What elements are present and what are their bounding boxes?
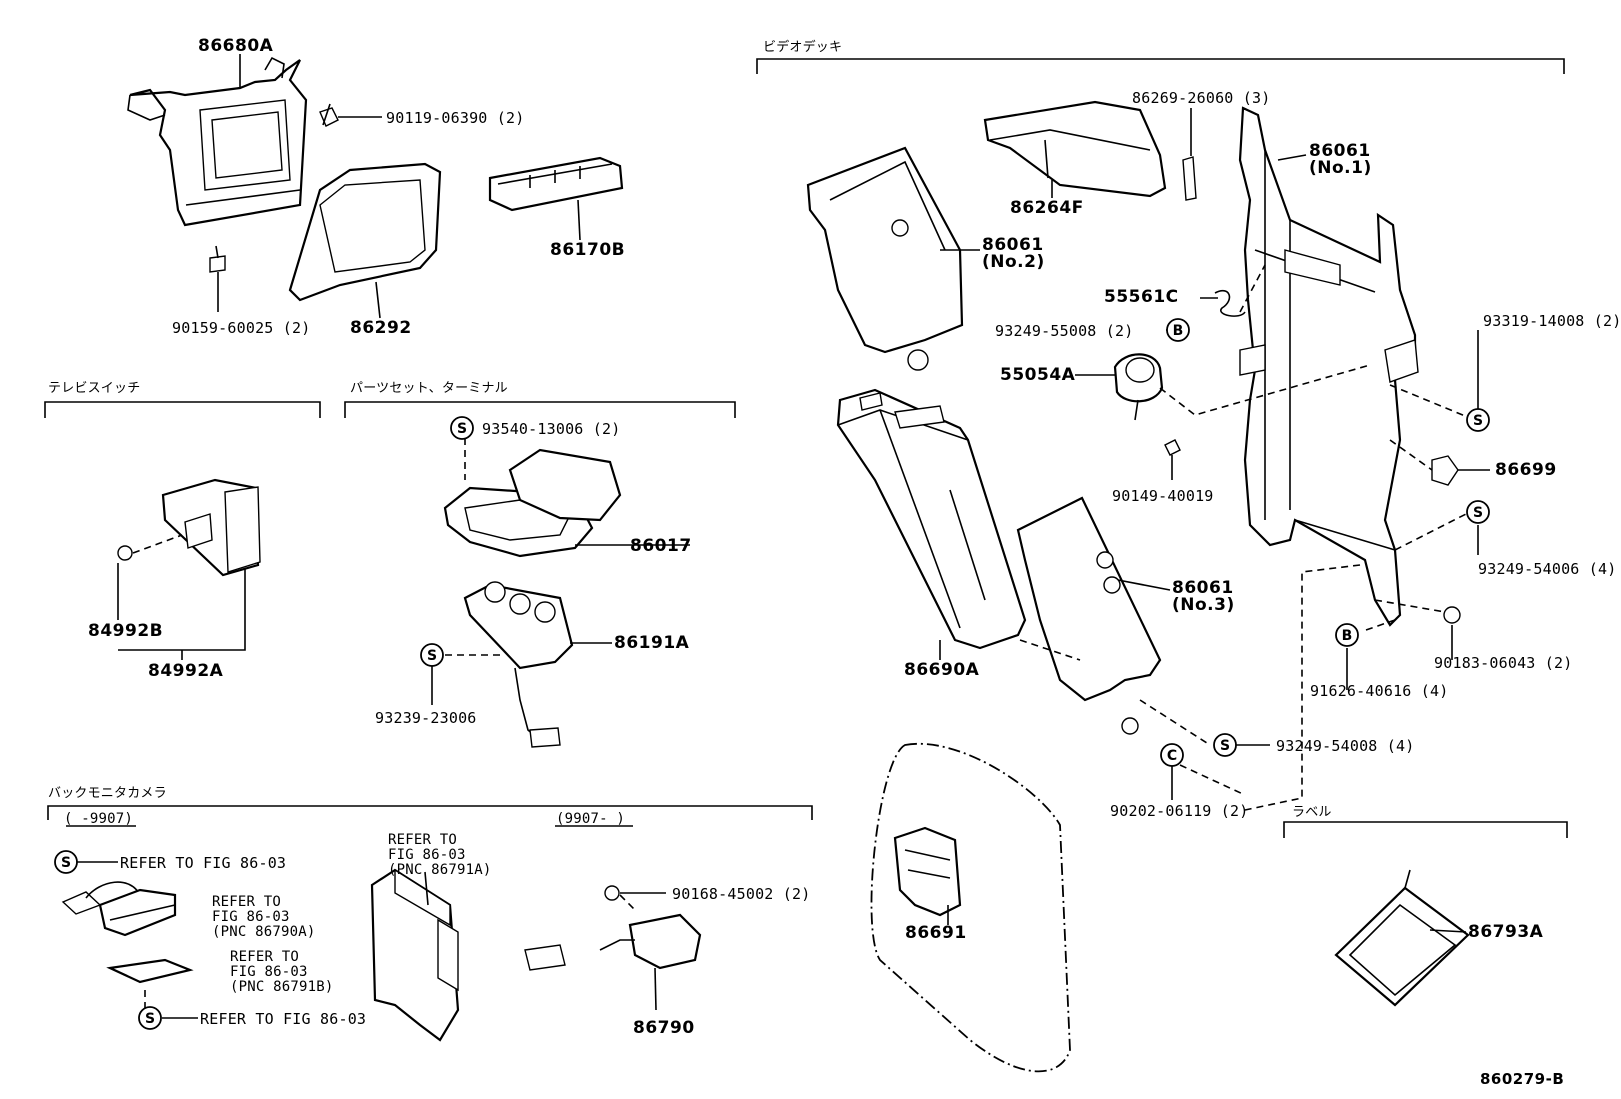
label-93249-55008: 93249-55008 (2)	[995, 322, 1134, 340]
label-86061-no2-sub: (No.2)	[982, 252, 1045, 272]
label-86061-no3-number: 86061	[1172, 578, 1234, 598]
label-86699: 86699	[1495, 460, 1557, 480]
bezel-86292-drawing	[288, 162, 442, 319]
refer-pnc-86791A: REFER TO FIG 86-03 (PNC 86791A)	[388, 832, 492, 878]
label-86292: 86292	[350, 318, 412, 338]
label-55561C: 55561C	[1104, 287, 1179, 307]
label-86061-no3-sub: (No.3)	[1172, 595, 1235, 615]
clip-86269-drawing	[1182, 108, 1197, 201]
camera-drawing	[61, 861, 702, 1042]
screw-90159-drawing	[209, 245, 226, 312]
label-90119-06390: 90119-06390 (2)	[386, 109, 525, 127]
section-tv-switch: テレビスイッチ	[48, 381, 141, 396]
label-86790: 86790	[633, 1018, 695, 1038]
remote-86170B-drawing	[488, 156, 624, 241]
label-91626-40616: 91626-40616 (4)	[1310, 682, 1449, 700]
label-86269-26060: 86269-26060 (3)	[1132, 89, 1271, 107]
refer-fig-86-03-bottom: REFER TO FIG 86-03	[200, 1010, 367, 1028]
label-86061-no1-sub: (No.1)	[1309, 158, 1372, 178]
refer-pnc-86791B: REFER TO FIG 86-03 (PNC 86791B)	[230, 949, 334, 995]
section-label: ラベル	[1292, 805, 1332, 820]
label-55054A: 55054A	[1000, 365, 1076, 385]
range-after-9907: (9907- )	[556, 811, 626, 827]
part-86680A-drawing	[127, 54, 308, 227]
label-90149-40019: 90149-40019	[1112, 487, 1214, 505]
figure-id: 860279-B	[1480, 1070, 1565, 1088]
label-86793A: 86793A	[1468, 922, 1544, 942]
label-86264F: 86264F	[1010, 198, 1084, 218]
label-84992B: 84992B	[88, 621, 164, 641]
refer-pnc-86790A: REFER TO FIG 86-03 (PNC 86790A)	[212, 894, 316, 940]
section-back-monitor-camera: バックモニタカメラ	[48, 786, 167, 801]
cover-86264F-drawing	[983, 100, 1167, 198]
bracket-86061-no3-drawing	[1016, 496, 1211, 746]
label-90183-06043: 90183-06043 (2)	[1434, 654, 1573, 672]
bracket-86061-no2-drawing	[806, 146, 980, 371]
section-brackets	[44, 58, 1568, 838]
label-84992A: 84992A	[148, 661, 224, 681]
label-90168-45002: 90168-45002 (2)	[672, 885, 811, 903]
section-parts-set: パーツセット、ターミナル	[350, 381, 508, 396]
label-86793A-drawing	[1334, 869, 1470, 1007]
range-before-9907: ( -9907)	[64, 811, 134, 827]
label-86191A: 86191A	[614, 633, 690, 653]
deck-86690A-drawing	[836, 388, 1027, 660]
label-86170B: 86170B	[550, 240, 626, 260]
label-86691: 86691	[905, 923, 967, 943]
label-93239-23006: 93239-23006	[375, 709, 477, 727]
label-86017: 86017	[630, 536, 692, 556]
label-86680A: 86680A	[198, 36, 274, 56]
label-86690A: 86690A	[904, 660, 980, 680]
section-video-deck: ビデオデッキ	[763, 40, 843, 55]
label-93319-14008: 93319-14008 (2)	[1483, 312, 1621, 330]
label-90159-60025: 90159-60025 (2)	[172, 319, 311, 337]
label-86061-no2-number: 86061	[982, 235, 1044, 255]
refer-fig-86-03-top: REFER TO FIG 86-03	[120, 854, 287, 872]
tv-switch-drawing	[117, 478, 261, 660]
label-93249-54006: 93249-54006 (4)	[1478, 560, 1617, 578]
harness-86691-drawing	[870, 742, 1071, 1073]
frame-86061-no1-drawing	[1238, 106, 1419, 627]
label-90202-06119: 90202-06119 (2)	[1110, 802, 1249, 820]
screw-90119-drawing	[319, 103, 382, 127]
label-93249-54008: 93249-54008 (4)	[1276, 737, 1415, 755]
label-93540-13006: 93540-13006 (2)	[482, 420, 621, 438]
fasteners-video-deck-drawing	[1075, 264, 1490, 811]
parts-set-drawing	[431, 438, 690, 748]
label-86061-no1-number: 86061	[1309, 141, 1371, 161]
